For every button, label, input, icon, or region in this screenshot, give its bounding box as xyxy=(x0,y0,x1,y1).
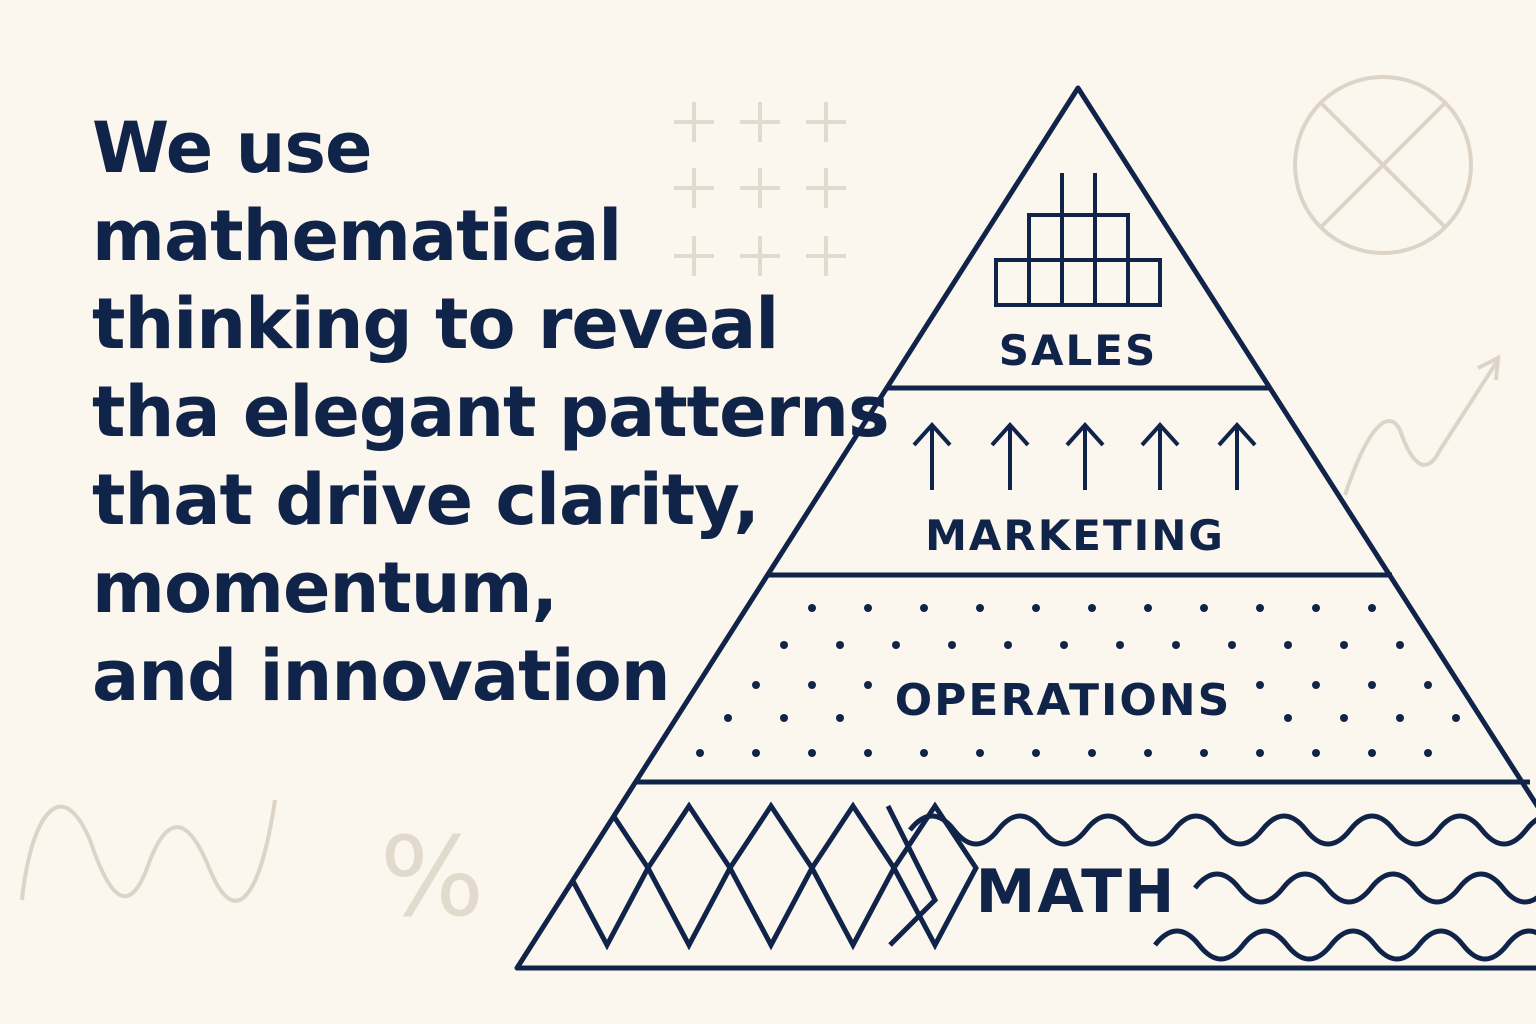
dot xyxy=(1368,604,1376,612)
dot xyxy=(1284,641,1292,649)
level-label-sales: SALES xyxy=(999,326,1157,375)
dot xyxy=(1256,681,1264,689)
wave-pattern xyxy=(908,813,1536,962)
arrows-group xyxy=(912,422,1257,490)
plus-icon xyxy=(740,102,780,142)
dot xyxy=(1424,749,1432,757)
dot xyxy=(920,604,928,612)
dot xyxy=(1312,604,1320,612)
wave-line xyxy=(908,813,1536,847)
level-label-marketing: MARKETING xyxy=(925,511,1225,560)
circle-x-icon xyxy=(1293,75,1473,255)
level-label-operations: OPERATIONS xyxy=(895,675,1232,726)
dot xyxy=(1228,641,1236,649)
pyramid-outline xyxy=(514,85,1536,971)
trend-arrow-icon xyxy=(1343,354,1501,496)
dot xyxy=(1004,641,1012,649)
dot xyxy=(836,641,844,649)
up-arrow-icon xyxy=(1065,422,1105,490)
headline-line: We use xyxy=(92,107,373,189)
headline-line: tha elegant patterns xyxy=(92,371,890,453)
plus-icon xyxy=(674,168,714,208)
plus-icon xyxy=(806,236,846,276)
dot xyxy=(1172,641,1180,649)
dot xyxy=(1368,749,1376,757)
up-arrow-icon xyxy=(912,422,952,490)
level-label-math: MATH xyxy=(976,857,1177,927)
headline-line: mathematical xyxy=(92,195,622,277)
headline-line: momentum, xyxy=(92,547,558,629)
up-arrow-icon xyxy=(1140,422,1180,490)
dot xyxy=(1396,641,1404,649)
dot xyxy=(1368,681,1376,689)
wave-line xyxy=(1153,928,1536,962)
dot xyxy=(1312,681,1320,689)
up-arrow-icon xyxy=(1217,422,1257,490)
dot-pattern xyxy=(696,604,1460,757)
dot xyxy=(864,681,872,689)
dot xyxy=(864,749,872,757)
dot xyxy=(1424,681,1432,689)
dot xyxy=(808,681,816,689)
dot xyxy=(1032,749,1040,757)
dot xyxy=(1032,604,1040,612)
wave-line xyxy=(1193,871,1536,905)
dot xyxy=(948,641,956,649)
plus-icon xyxy=(674,102,714,142)
dot xyxy=(696,749,704,757)
bar-chart-icon xyxy=(994,173,1162,307)
dot xyxy=(864,604,872,612)
dot xyxy=(808,604,816,612)
dot xyxy=(976,604,984,612)
dot xyxy=(1060,641,1068,649)
diamond xyxy=(885,804,939,947)
plus-icon xyxy=(740,236,780,276)
dot xyxy=(1452,714,1460,722)
dot xyxy=(1088,749,1096,757)
diamond xyxy=(809,801,897,951)
plus-icon xyxy=(806,168,846,208)
dot xyxy=(1312,749,1320,757)
dot xyxy=(976,749,984,757)
up-arrow-icon xyxy=(990,422,1030,490)
dot xyxy=(724,714,732,722)
plus-grid-decoration xyxy=(674,102,846,276)
dot xyxy=(1200,749,1208,757)
plus-icon xyxy=(740,168,780,208)
dot xyxy=(892,641,900,649)
headline-line: that drive clarity, xyxy=(92,459,760,541)
dot xyxy=(920,749,928,757)
percent-decoration: % xyxy=(380,813,485,941)
diamond xyxy=(891,801,979,951)
headline: We use mathematical thinking to reveal t… xyxy=(92,104,890,720)
dot xyxy=(1256,604,1264,612)
headline-line: and innovation xyxy=(92,635,671,717)
plus-icon xyxy=(806,102,846,142)
dot xyxy=(1396,714,1404,722)
headline-line: thinking to reveal xyxy=(92,283,779,365)
dot xyxy=(780,641,788,649)
dot xyxy=(1340,714,1348,722)
dot xyxy=(1340,641,1348,649)
diamond xyxy=(727,801,815,951)
dot xyxy=(1116,641,1124,649)
dot xyxy=(780,714,788,722)
diamond xyxy=(645,801,733,951)
dot xyxy=(836,714,844,722)
dot xyxy=(752,681,760,689)
dot xyxy=(1088,604,1096,612)
plus-icon xyxy=(674,236,714,276)
dot xyxy=(1144,604,1152,612)
dot xyxy=(1144,749,1152,757)
wave-decoration xyxy=(20,799,277,903)
dot xyxy=(1256,749,1264,757)
dot xyxy=(752,749,760,757)
dot xyxy=(1200,604,1208,612)
dot xyxy=(808,749,816,757)
dot xyxy=(1284,714,1292,722)
